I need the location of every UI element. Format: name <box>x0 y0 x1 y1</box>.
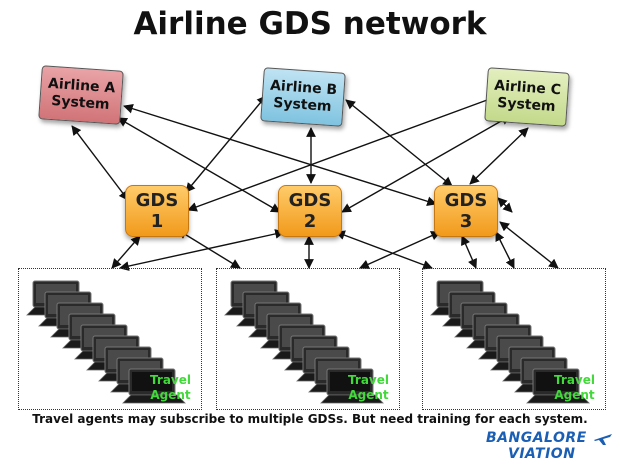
gds-2-line1: GDS <box>288 190 332 211</box>
terminal-stack-icon <box>224 280 384 404</box>
link-airline-a-gds-1 <box>71 125 129 201</box>
travel-agent-label-3: Travel Agent <box>554 373 595 402</box>
airline-c-line2: System <box>496 94 557 115</box>
link-airline-b-gds-3 <box>345 99 453 187</box>
terminal-icon <box>122 368 186 404</box>
airplane-icon <box>594 434 612 445</box>
terminal-icon <box>320 368 384 404</box>
airline-a-line2: System <box>50 92 111 113</box>
terminal-stack-icon <box>26 280 186 404</box>
gds-3-line2: 3 <box>459 211 473 232</box>
link-gds-3-group-3a <box>461 235 477 269</box>
gds-1: GDS 1 <box>125 185 189 237</box>
terminal-icon <box>526 368 590 404</box>
logo-text-bottom: VIATION <box>508 446 576 462</box>
link-gds-3-side <box>497 197 513 213</box>
airline-b-system: Airline B System <box>260 67 346 127</box>
travel-agent-group-3: Travel Agent <box>422 268 606 410</box>
gds-1-line2: 1 <box>150 211 164 232</box>
travel-agent-group-1: Travel Agent <box>18 268 202 410</box>
page-title: Airline GDS network <box>133 6 487 42</box>
airline-a-system: Airline A System <box>38 65 124 125</box>
link-gds-3-group-3c <box>499 221 559 269</box>
travel-agent-label-2: Travel Agent <box>348 373 389 402</box>
bangalore-aviation-logo: BANGALORE VIATION <box>486 430 616 462</box>
gds-3: GDS 3 <box>434 185 498 237</box>
airline-b-line2: System <box>272 94 333 115</box>
link-gds-2-group-3 <box>335 230 433 270</box>
gds-2: GDS 2 <box>278 185 342 237</box>
airline-c-system: Airline C System <box>484 67 570 127</box>
travel-agent-group-2: Travel Agent <box>216 268 400 410</box>
logo-text-top: BANGALORE <box>486 430 587 446</box>
gds-1-line1: GDS <box>135 190 179 211</box>
footnote: Travel agents may subscribe to multiple … <box>32 412 588 426</box>
link-gds-1-group-1 <box>111 235 141 269</box>
link-gds-2-group-1 <box>119 229 285 271</box>
terminal-stack-icon <box>430 280 590 404</box>
link-airline-c-gds-3 <box>469 127 529 185</box>
link-airline-b-gds-1 <box>185 95 267 193</box>
gds-2-line2: 2 <box>303 211 317 232</box>
travel-agent-label-1: Travel Agent <box>150 373 191 402</box>
link-gds-3-group-3b <box>495 231 515 269</box>
gds-3-line1: GDS <box>444 190 488 211</box>
link-gds-3-group-2 <box>359 231 441 269</box>
